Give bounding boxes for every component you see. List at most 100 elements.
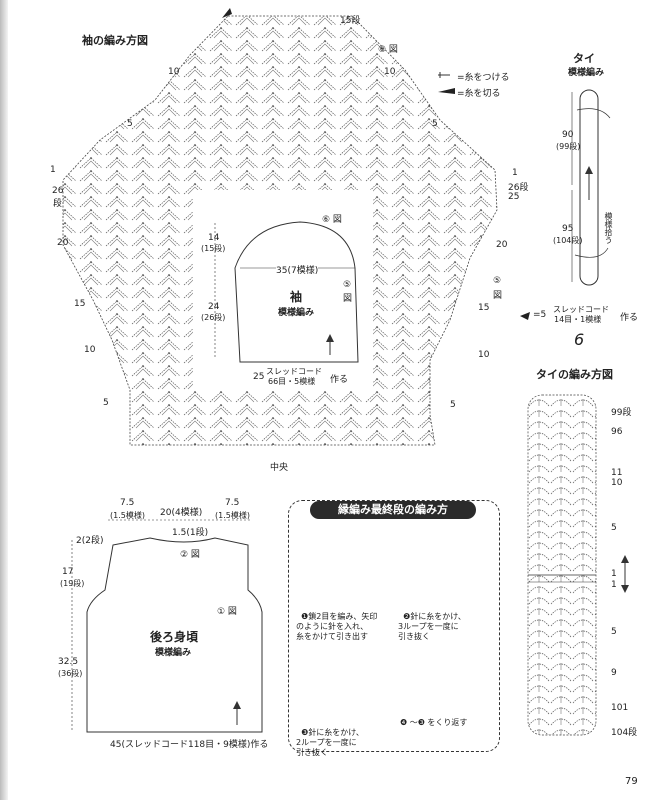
sleeve-body-height: 24 (208, 302, 220, 312)
row-label: 5 (611, 627, 617, 637)
center-label: 中央 (270, 463, 289, 473)
back-top-mid-value: 20 (160, 508, 172, 518)
back-top-mid: 20(4模様) (160, 505, 202, 518)
tie-cord-prefix: =5 (533, 310, 547, 320)
step-3: ❸針に糸をかけ、 2ループを一度に 引き抜く (296, 718, 364, 758)
row-label: 26段 (508, 183, 529, 193)
attach-yarn-icon (438, 72, 450, 78)
row-label: 10 (611, 478, 623, 488)
cord-marker-icon (520, 312, 530, 320)
fig-ref: ⑤ (343, 280, 352, 290)
back-top-left: 7.5 (120, 498, 135, 508)
back-body-length-sub: (36段) (58, 669, 83, 678)
step-number: ❷ (403, 612, 411, 621)
sleeve-bottom-stitches: 66目・5模様 (268, 377, 316, 386)
row-label: 104段 (611, 728, 638, 738)
sleeve-cap-height: 14 (208, 233, 220, 243)
sleeve-body-height-sub: (26段) (201, 313, 226, 322)
step-4: ❹ ～❸ をくり返す (400, 718, 468, 727)
tie-chart-title: タイの編み方図 (536, 368, 613, 381)
step-text: 鎖2目を編み、矢印 のように針を入れ、 糸をかけて引き出す (296, 612, 378, 641)
row-label: 99段 (611, 408, 632, 418)
tie-pattern: 模様編み (568, 68, 605, 78)
cut-yarn-icon (222, 8, 232, 18)
tie-cord-stitches: 14目・1模様 (554, 315, 602, 324)
fig-ref: ② 図 (180, 550, 200, 560)
back-shoulder: 2(2段) (76, 533, 103, 546)
back-top-left-sub: (1.5模様) (110, 511, 145, 520)
row-label: 20 (57, 238, 69, 248)
sleeve-bottom-count: 25 (253, 372, 265, 382)
step-text: 針に糸をかけ、 2ループを一度に 引き抜く (296, 728, 364, 757)
tie-title: タイ (573, 52, 595, 65)
tie-page-mark: 6 (574, 330, 585, 349)
row-label: 96 (611, 427, 623, 437)
row-label: 10 (478, 350, 490, 360)
tie-len-top-sub: (99段) (556, 142, 581, 151)
back-armhole-sub: (19段) (60, 579, 85, 588)
back-armhole: 17 (62, 567, 74, 577)
back-bottom-value: 45 (110, 740, 122, 750)
row-label: 9 (611, 668, 617, 678)
tie-chart (527, 394, 629, 736)
legend-cut-yarn: =糸を切る (457, 89, 501, 99)
back-bottom-suffix: 作る (250, 740, 269, 750)
fig-ref: 図 (343, 294, 353, 304)
sleeve-chart-title: 袖の編み方図 (82, 34, 148, 47)
back-shoulder-value: 2 (76, 536, 82, 546)
back-body-pattern: 模様編み (155, 648, 192, 658)
fig-ref: 図 (493, 291, 503, 301)
tie-len-bottom-sub: (104段) (553, 236, 583, 245)
sleeve-width-label: 35(7模様) (276, 263, 319, 276)
page-gutter-shadow (0, 0, 8, 800)
row-label: 5 (127, 119, 133, 129)
cut-yarn-icon (438, 88, 455, 94)
row-label: 1 (611, 569, 617, 579)
back-neck-sub: (1段) (186, 528, 209, 538)
step-1: ❶鎖2目を編み、矢印 のように針を入れ、 糸をかけて引き出す (296, 602, 377, 642)
step-number: ❶ (301, 612, 309, 621)
row-label: 20 (496, 240, 508, 250)
tie-cord-label: スレッドコード (553, 305, 609, 314)
legend-attach-yarn: =糸をつける (457, 73, 510, 83)
row-label: 15段 (340, 16, 361, 26)
tie-len-bottom: 95 (562, 224, 574, 234)
step-number: ❸ (301, 728, 309, 737)
back-neck-value: 1.5 (172, 528, 187, 538)
row-label: 1 (512, 168, 518, 178)
tie-pickup: 模様拾う (604, 212, 613, 244)
back-body-shape (71, 519, 263, 733)
row-label: 11 (611, 468, 623, 478)
sleeve-width-sub: (7模様) (287, 266, 319, 276)
row-label: 5 (432, 119, 438, 129)
back-body-length: 32.5 (58, 657, 79, 667)
back-body-name: 後ろ身頃 (150, 630, 199, 644)
row-label: 10 (384, 67, 396, 77)
row-label: 1 (50, 165, 56, 175)
sleeve-width: 35 (276, 266, 288, 276)
tie-shape (571, 89, 611, 286)
step-text: 針に糸をかけ、 3ループを一度に 引き抜く (398, 612, 466, 641)
row-label: 10 (168, 67, 180, 77)
row-label: 5 (611, 523, 617, 533)
fig-ref: ⑤ (493, 276, 502, 286)
step-2: ❷針に糸をかけ、 3ループを一度に 引き抜く (398, 602, 466, 642)
sleeve-bottom-cord: スレッドコード (266, 367, 322, 376)
back-neck: 1.5(1段) (172, 525, 208, 538)
back-top-right: 7.5 (225, 498, 240, 508)
back-top-mid-sub: (4模様) (171, 508, 203, 518)
sleeve-bottom-suffix: 作る (330, 375, 349, 385)
row-label: 1 (611, 580, 617, 590)
sleeve-shape (214, 221, 359, 363)
row-label: 5 (103, 398, 109, 408)
row-label: 10 (84, 345, 96, 355)
back-bottom: 45(スレッドコード118目・9模様)作る (110, 737, 268, 750)
sleeve-name: 袖 (290, 290, 303, 304)
edging-panel-title: 縁編み最終段の編み方 (310, 501, 476, 519)
row-label: 段 (53, 199, 63, 209)
back-top-right-sub: (1.5模様) (215, 511, 250, 520)
sleeve-pattern: 模様編み (278, 308, 315, 318)
row-label: 101 (611, 703, 629, 713)
back-bottom-sub: (スレッドコード118目・9模様) (121, 740, 251, 750)
